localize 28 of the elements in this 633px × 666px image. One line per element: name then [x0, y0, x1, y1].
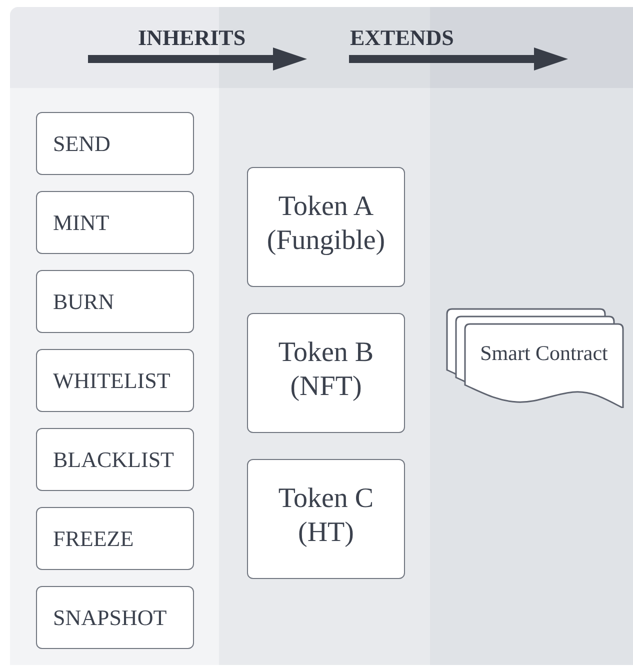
- header-label: INHERITS: [138, 25, 246, 51]
- column-band: [430, 88, 633, 665]
- node-label: Smart Contract: [480, 340, 608, 366]
- document-stack-shape: [446, 308, 624, 408]
- token-box: [247, 313, 405, 433]
- box-label: BLACKLIST: [53, 446, 175, 472]
- feature-box: [36, 586, 194, 649]
- feature-box: [36, 428, 194, 491]
- header-label: EXTENDS: [350, 25, 454, 51]
- box-label: Token C (HT): [277, 482, 375, 550]
- box-label: SNAPSHOT: [53, 604, 168, 630]
- column-band: [219, 88, 430, 665]
- box-label: WHITELIST: [53, 368, 172, 394]
- feature-box: [36, 507, 194, 570]
- column-band: [10, 88, 219, 665]
- feature-box: [36, 270, 194, 333]
- token-box: [247, 459, 405, 579]
- header-band: [10, 7, 633, 88]
- box-label: BURN: [53, 288, 116, 314]
- box-label: Token A (Fungible): [266, 190, 386, 258]
- feature-box: [36, 112, 194, 175]
- box-label: Token B (NFT): [277, 336, 375, 404]
- token-box: [247, 167, 405, 287]
- feature-box: [36, 191, 194, 254]
- box-label: MINT: [53, 210, 110, 236]
- feature-box: [36, 349, 194, 412]
- box-label: SEND: [53, 130, 112, 156]
- box-label: FREEZE: [53, 526, 135, 552]
